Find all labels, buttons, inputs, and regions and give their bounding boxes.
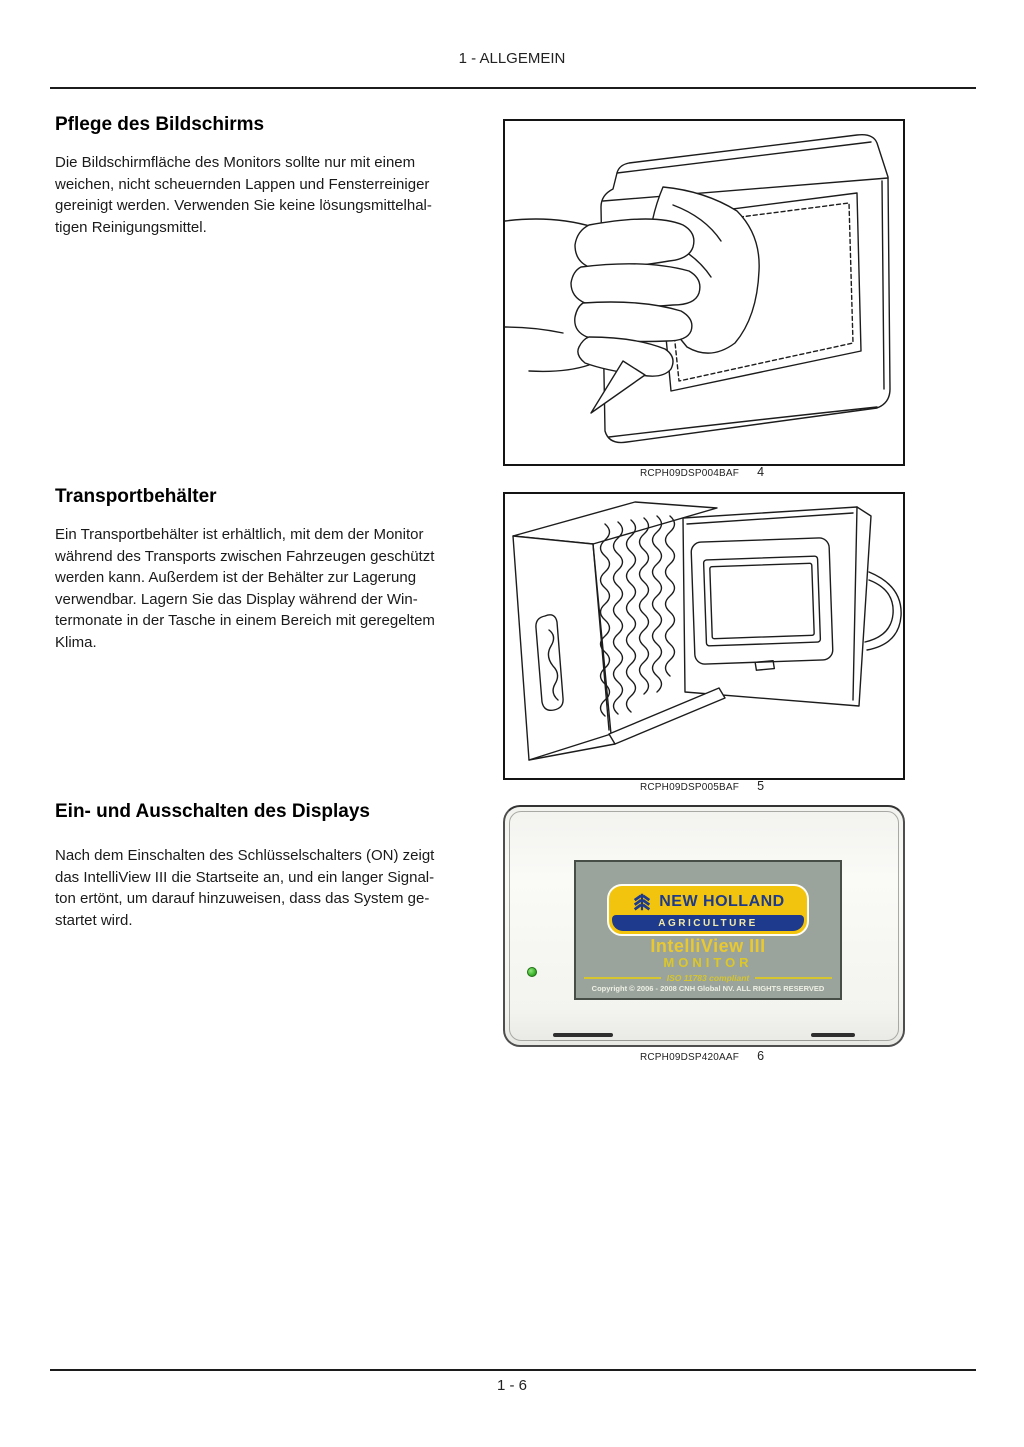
iso-rule-left xyxy=(584,977,661,979)
startup-screen: NEW HOLLAND AGRICULTURE IntelliView III … xyxy=(574,860,842,1000)
power-led-indicator xyxy=(527,967,537,977)
page-number: 1 - 6 xyxy=(496,1377,527,1394)
product-type: MONITOR xyxy=(663,955,753,970)
brand-division: AGRICULTURE xyxy=(658,917,758,929)
speaker-slot-right xyxy=(811,1033,855,1037)
iso-compliance-row: ISO 11783 compliant xyxy=(584,973,833,983)
logo-bottom-bar: AGRICULTURE xyxy=(612,915,804,931)
header-divider xyxy=(50,87,976,89)
figure-number: 4 xyxy=(757,465,765,479)
figure-code: RCPH09DSP004BAF xyxy=(639,468,740,479)
copyright-line: Copyright © 2006 - 2008 CNH Global NV. A… xyxy=(591,984,825,993)
figure-caption-care: RCPH09DSP004BAF 4 xyxy=(503,465,901,479)
footer-divider xyxy=(50,1369,976,1371)
page-header-title: 1 - ALLGEMEIN xyxy=(458,50,566,67)
figure-code: RCPH09DSP420AAF xyxy=(639,1052,740,1063)
figure-case-frame xyxy=(503,492,905,780)
figure-code: RCPH09DSP005BAF xyxy=(639,782,740,793)
logo-top: NEW HOLLAND xyxy=(609,886,807,917)
section-heading-transport: Transportbehälter xyxy=(55,486,217,507)
figure-number: 5 xyxy=(757,779,765,793)
section-heading-power: Ein- und Ausschalten des Displays xyxy=(55,801,370,822)
section-body-care: Die Bildschirmfläche des Monitors sollte… xyxy=(55,154,432,236)
product-name: IntelliView III xyxy=(650,936,766,956)
section-body-power: Nach dem Einschalten des Schlüsselschalt… xyxy=(55,847,435,929)
iso-rule-right xyxy=(755,977,833,979)
new-holland-leaf-icon xyxy=(634,893,651,910)
section-heading-care: Pflege des Bildschirms xyxy=(55,114,265,135)
transport-case-illustration xyxy=(512,501,902,761)
section-body-transport: Ein Transportbehälter ist erhältlich, mi… xyxy=(55,526,435,651)
brand-name: NEW HOLLAND xyxy=(659,892,785,910)
figure-caption-power: RCPH09DSP420AAF 6 xyxy=(503,1049,901,1063)
intelliview-monitor-photo: NEW HOLLAND AGRICULTURE IntelliView III … xyxy=(503,805,905,1047)
figure-number: 6 xyxy=(757,1049,765,1063)
cleaning-monitor-illustration xyxy=(505,133,891,444)
figure-caption-transport: RCPH09DSP005BAF 5 xyxy=(503,779,901,793)
new-holland-logo: NEW HOLLAND AGRICULTURE xyxy=(607,884,809,936)
bottom-groove xyxy=(539,1040,869,1041)
iso-compliance-text: ISO 11783 compliant xyxy=(666,973,750,983)
figure-cleaning-frame xyxy=(503,119,905,466)
speaker-slot-left xyxy=(553,1033,613,1037)
